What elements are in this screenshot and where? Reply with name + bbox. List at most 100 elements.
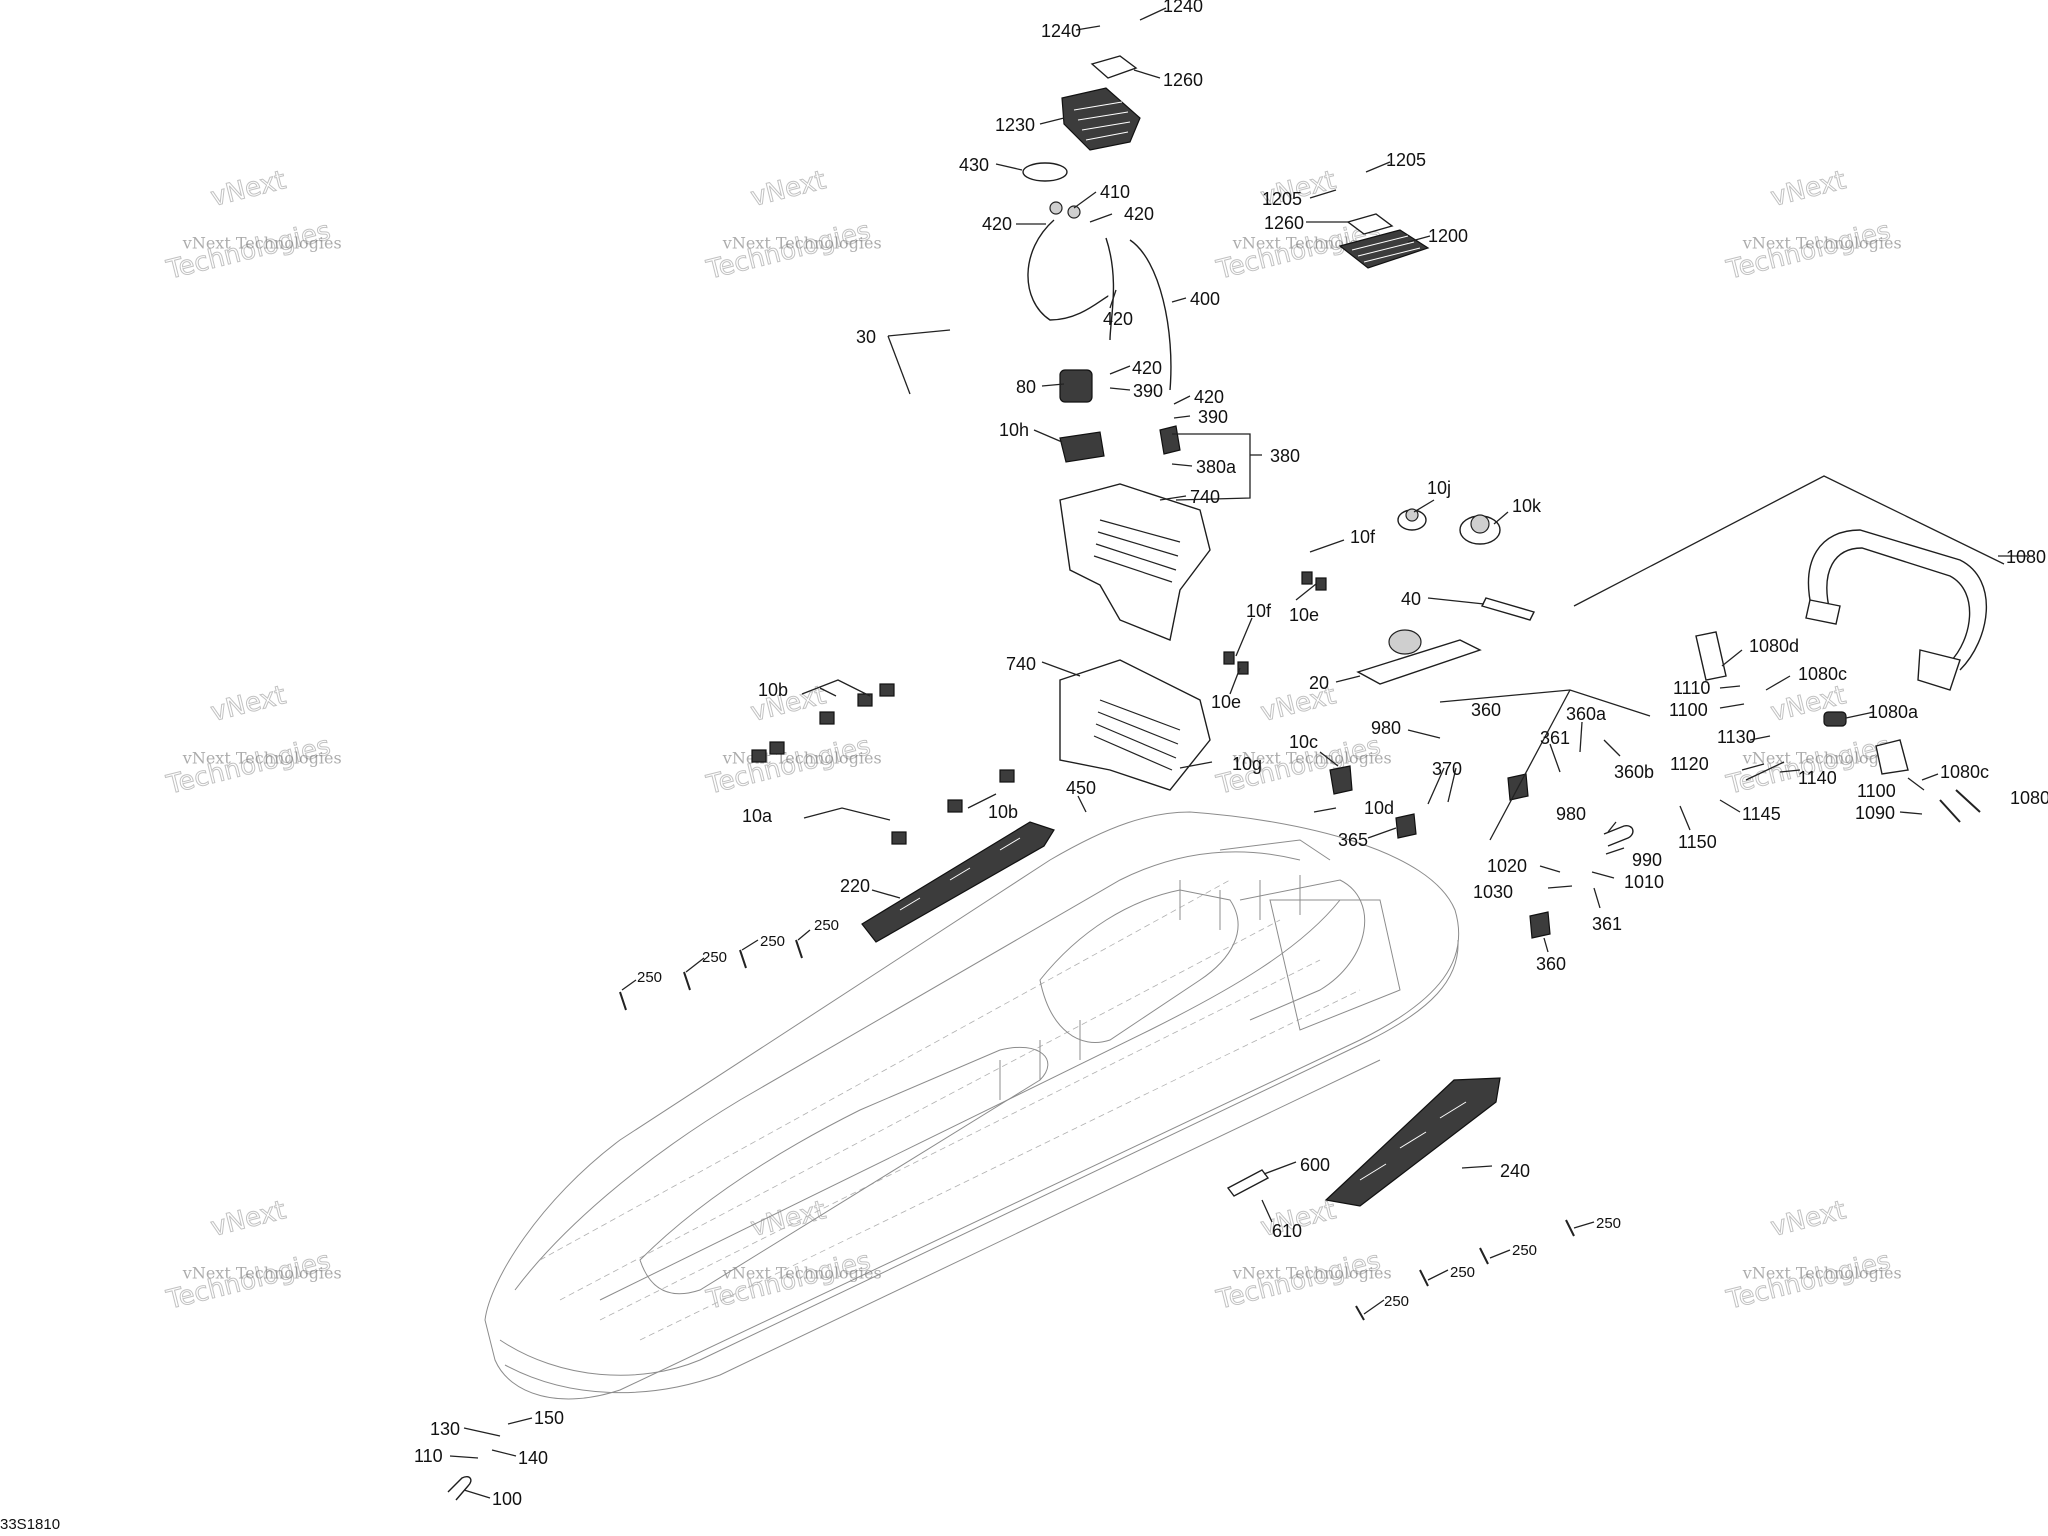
callout-10f-a: 10f	[1350, 527, 1376, 547]
strap-40-shape	[1480, 597, 1536, 621]
watermark-company-name: vNext Technologies	[182, 234, 342, 253]
callout-450: 450	[1066, 778, 1096, 798]
clip-10e-shape	[1223, 571, 1327, 675]
callout-980-b: 980	[1556, 804, 1586, 824]
callout-1020: 1020	[1487, 856, 1527, 876]
callout-10d: 10d	[1364, 798, 1394, 818]
callout-1120: 1120	[1670, 754, 1709, 774]
callout-390-b: 390	[1198, 407, 1228, 427]
callout-1110: 1110	[1673, 678, 1710, 698]
callout-610: 610	[1272, 1221, 1302, 1241]
cap-10h-shape	[1059, 431, 1105, 463]
callout-250-a: 250	[637, 969, 662, 986]
callout-1080c-a: 1080c	[1798, 664, 1847, 684]
hull-wireframe	[484, 811, 1460, 1400]
callout-40: 40	[1401, 589, 1421, 609]
callout-10g: 10g	[1232, 754, 1262, 774]
seal-ring-430-shape	[1022, 162, 1068, 182]
watermark-big-word: vNext	[208, 680, 289, 727]
callout-80: 80	[1016, 377, 1036, 397]
callout-10h: 10h	[999, 420, 1029, 440]
grille-1200-shape	[1338, 229, 1430, 269]
callout-150: 150	[534, 1408, 564, 1428]
leader-lines	[449, 7, 2028, 1499]
callout-250-g: 250	[1450, 1264, 1475, 1281]
bolt-250-left-shapes	[619, 939, 803, 1011]
bin-740-lower-shape	[1059, 659, 1211, 791]
watermark-company-name: vNext Technologies	[1742, 234, 1902, 253]
callout-1150: 1150	[1678, 832, 1717, 852]
callout-361-b: 361	[1592, 914, 1622, 934]
plate-1260-top-shape	[1090, 55, 1138, 79]
drawing-reference-code: 33S1810	[0, 1516, 61, 1533]
callout-labels: 1240 1240 1260 1230 430 410 420 420 420 …	[414, 0, 2048, 1509]
callout-380a: 380a	[1196, 457, 1237, 477]
grille-1230-shape	[1061, 87, 1141, 151]
clip-10b-a-shape	[819, 683, 895, 725]
callout-10e-b: 10e	[1211, 692, 1241, 712]
latch-10c-shape	[1329, 765, 1353, 795]
callout-740-a: 740	[1190, 487, 1220, 507]
callout-250-f: 250	[1512, 1242, 1537, 1259]
callout-990: 990	[1632, 850, 1662, 870]
clip-10b-b-shape	[891, 769, 1015, 845]
callout-1200: 1200	[1428, 226, 1468, 246]
callout-1230: 1230	[995, 115, 1035, 135]
callout-1260-b: 1260	[1264, 213, 1304, 233]
callout-420-e: 420	[1194, 387, 1224, 407]
watermark-company-name: vNext Technologies	[722, 749, 882, 768]
bolt-1090-shapes	[1939, 789, 1981, 823]
hose-400-c-shape	[1129, 239, 1172, 391]
watermark-big-word: vNext	[1768, 1195, 1849, 1242]
valve-380-shape	[1159, 425, 1181, 455]
rail-240-shape	[1324, 1077, 1501, 1207]
callout-1100-b: 1100	[1857, 781, 1896, 801]
clip-10a-shape	[751, 741, 785, 763]
callout-1260-a: 1260	[1163, 70, 1203, 90]
callout-420-b: 420	[1124, 204, 1154, 224]
callout-360a: 360a	[1566, 704, 1607, 724]
callout-10f-b: 10f	[1246, 601, 1272, 621]
callout-380: 380	[1270, 446, 1300, 466]
watermark-company-name: vNext Technologies	[1232, 749, 1392, 768]
callout-1205-a: 1205	[1262, 189, 1302, 209]
callout-360b: 360b	[1614, 762, 1654, 782]
callout-1080-b: 1080	[2010, 788, 2048, 808]
callout-10b-b: 10b	[988, 802, 1018, 822]
watermark-company-name: vNext Technologies	[182, 749, 342, 768]
callout-250-e: 250	[1596, 1215, 1621, 1232]
callout-410: 410	[1100, 182, 1130, 202]
fitting-410-a-shape	[1049, 201, 1063, 215]
watermark-big-word: vNext	[208, 1195, 289, 1242]
callout-1080c-b: 1080c	[1940, 762, 1989, 782]
callout-361-a: 361	[1540, 728, 1570, 748]
callout-220: 220	[840, 876, 870, 896]
bolt-250-right-shapes	[1355, 1219, 1575, 1321]
latch-360-b-shape	[1529, 911, 1551, 939]
plate-1260-mid-shape	[1346, 213, 1394, 235]
bracket-1080d-shape	[1695, 631, 1727, 681]
callout-400: 400	[1190, 289, 1220, 309]
callout-20: 20	[1309, 673, 1329, 693]
watermark-company-name: vNext Technologies	[182, 1264, 342, 1283]
callout-1240-b: 1240	[1163, 0, 1203, 16]
callout-1145: 1145	[1742, 804, 1781, 824]
watermark-big-word: vNext	[748, 165, 829, 212]
callout-10e-a: 10e	[1289, 605, 1319, 625]
callout-740-b: 740	[1006, 654, 1036, 674]
callout-10k: 10k	[1512, 496, 1542, 516]
bin-740-upper-shape	[1059, 483, 1211, 641]
watermark-company-name: vNext Technologies	[722, 234, 882, 253]
callout-250-c: 250	[760, 933, 785, 950]
callout-1205-b: 1205	[1386, 150, 1426, 170]
callout-1030: 1030	[1473, 882, 1513, 902]
callout-130: 130	[430, 1419, 460, 1439]
